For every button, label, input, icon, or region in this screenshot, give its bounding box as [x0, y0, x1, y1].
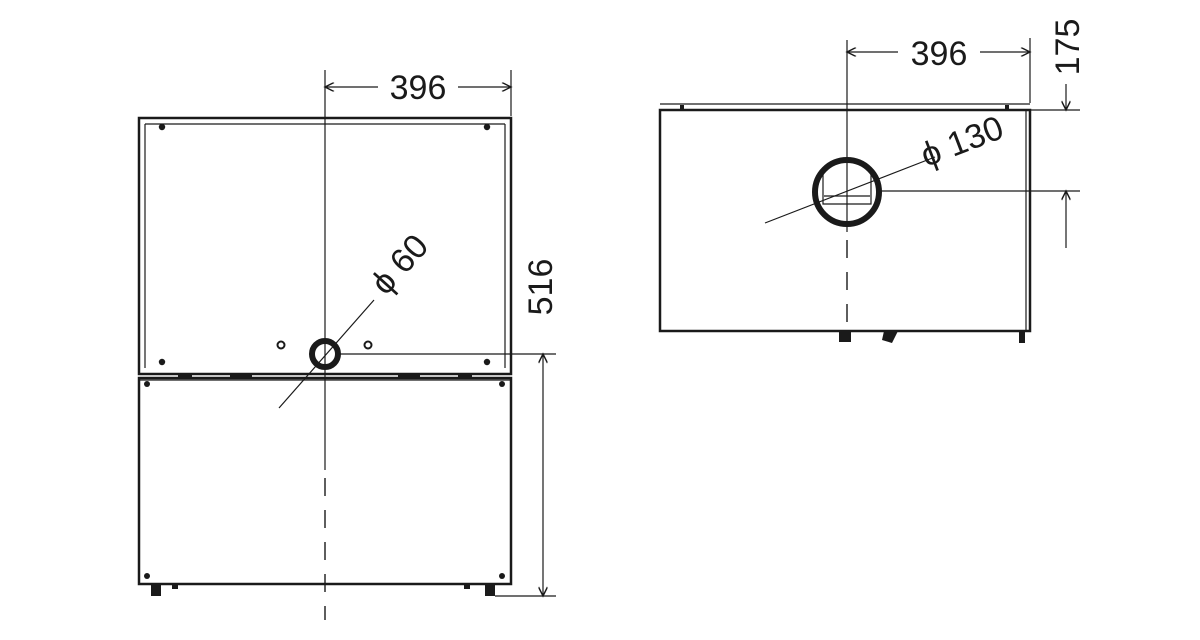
front-view: 396 516 ϕ 60: [137, 69, 560, 620]
top-hole-label: ϕ 130: [915, 109, 1008, 175]
fixture-icon: [882, 331, 898, 343]
screw-icon: [499, 381, 505, 387]
screw-icon: [483, 358, 491, 366]
screw-icon: [158, 358, 166, 366]
hole-60-leader: [278, 299, 375, 409]
top-offset-label: 175: [1049, 19, 1087, 76]
top-view: 396 175 ϕ 130: [658, 19, 1087, 343]
foot-icon: [485, 584, 495, 596]
screw-icon: [499, 573, 505, 579]
screw-icon: [158, 123, 166, 131]
side-hole-icon: [276, 340, 286, 350]
screw-icon: [144, 573, 150, 579]
front-height-label: 516: [522, 259, 560, 316]
screw-icon: [144, 381, 150, 387]
side-hole-icon: [363, 340, 373, 350]
foot-icon: [151, 584, 161, 596]
top-width-label: 396: [911, 35, 968, 73]
front-width-label: 396: [390, 69, 447, 107]
fixture-icon: [839, 331, 851, 342]
front-hole-label: ϕ 60: [364, 227, 437, 302]
hole-130-leader: [764, 156, 936, 224]
screw-icon: [483, 123, 491, 131]
